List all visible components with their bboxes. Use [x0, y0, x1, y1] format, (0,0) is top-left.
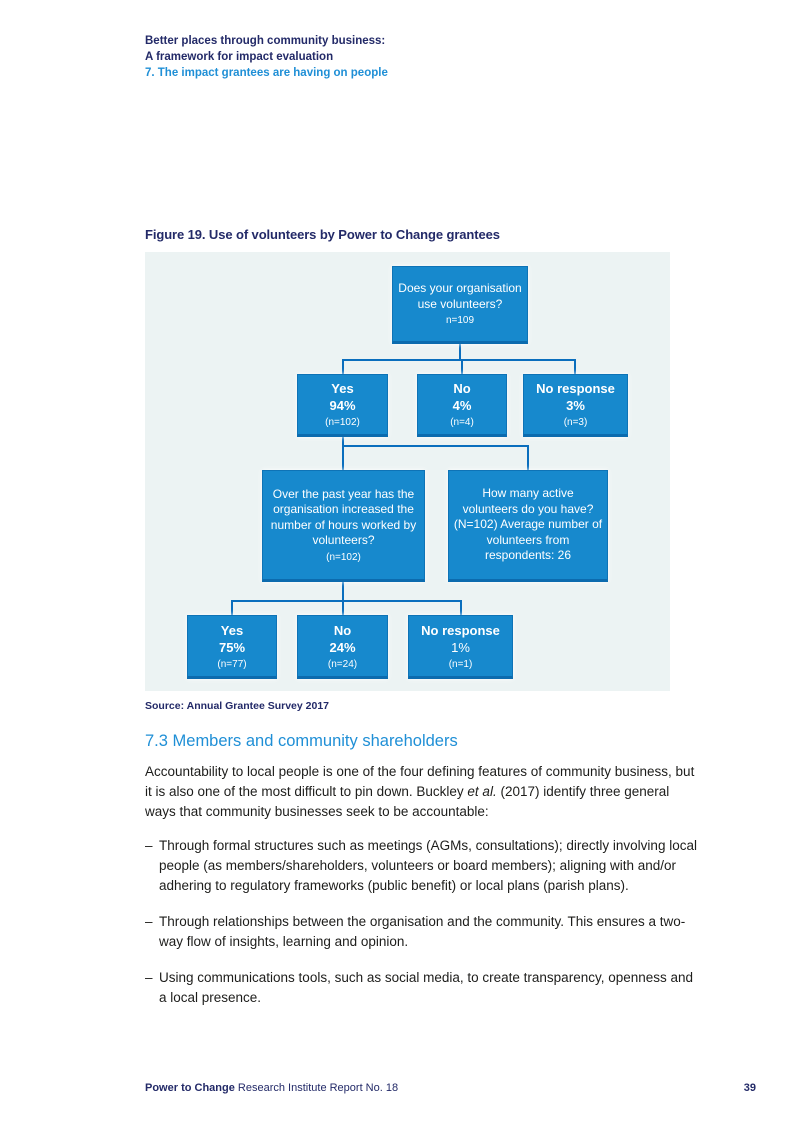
header-chapter-title: 7. The impact grantees are having on peo… — [145, 67, 388, 79]
box-sample-size: (n=102) — [326, 551, 361, 563]
connector-line — [527, 445, 529, 471]
footer-report-name: Power to Change Research Institute Repor… — [145, 1082, 398, 1094]
flowchart-box-no-4: No 4% (n=4) — [417, 374, 507, 437]
box-percentage: 75% — [218, 639, 246, 655]
flowchart-box-hours-question: Over the past year has the organisation … — [262, 470, 425, 582]
figure-title: Figure 19. Use of volunteers by Power to… — [145, 227, 500, 242]
flowchart-box-noresponse-1: No response 1% (n=1) — [408, 615, 513, 679]
box-question-text: Over the past year has the organisation … — [270, 486, 417, 548]
box-sample-size: (n=4) — [450, 417, 474, 428]
connector-line — [342, 445, 529, 447]
flowchart-box-active-volunteers: How many active volunteers do you have? … — [448, 470, 608, 582]
box-percentage: 1% — [451, 639, 470, 655]
bullet-dash: – — [145, 914, 153, 929]
flowchart-figure: Does your organisation use volunteers? n… — [145, 252, 670, 691]
list-item: – Through formal structures such as meet… — [145, 836, 703, 896]
box-question-text: Does your organisation use volunteers? — [398, 281, 522, 311]
section-heading: 7.3 Members and community shareholders — [145, 732, 458, 750]
connector-line — [342, 582, 344, 601]
connector-line — [461, 359, 463, 375]
connector-line — [342, 359, 344, 375]
box-sample-size: (n=77) — [217, 658, 247, 670]
box-sample-size: (n=3) — [563, 417, 588, 428]
bullet-dash: – — [145, 838, 153, 853]
box-sample-size: (n=1) — [448, 658, 473, 670]
paragraph-text: Accountability to local people is one of… — [145, 764, 695, 799]
connector-line — [231, 600, 462, 602]
box-answer-label: No response — [536, 381, 615, 396]
paragraph-italic-et-al: et al. — [467, 784, 497, 799]
figure-source: Source: Annual Grantee Survey 2017 — [145, 700, 330, 712]
document-footer: Power to Change Research Institute Repor… — [145, 1082, 756, 1094]
box-question-text: How many active volunteers do you have? … — [453, 486, 603, 563]
box-answer-label: No — [453, 381, 471, 396]
list-item: – Using communications tools, such as so… — [145, 968, 703, 1008]
footer-brand: Power to Change — [145, 1082, 235, 1094]
footer-report-subtitle: Research Institute Report No. 18 — [234, 1082, 399, 1094]
paragraph-text: (2017) identify three general ways that … — [145, 784, 670, 819]
bullet-text: Using communications tools, such as soci… — [159, 970, 694, 1005]
connector-line — [459, 344, 461, 360]
box-answer-label: No response — [421, 622, 500, 638]
flowchart-box-yes-94: Yes 94% (n=102) — [297, 374, 388, 437]
body-paragraph: Accountability to local people is one of… — [145, 762, 697, 822]
flowchart-box-yes-75: Yes 75% (n=77) — [187, 615, 277, 679]
box-answer-label: No — [333, 622, 352, 638]
bullet-text: Through relationships between the organi… — [159, 914, 686, 949]
connector-line — [231, 600, 233, 616]
connector-line — [460, 600, 462, 616]
header-report-title-line2: A framework for impact evaluation — [145, 51, 334, 63]
box-answer-label: Yes — [220, 622, 244, 638]
box-percentage: 4% — [452, 398, 472, 413]
box-sample-size: (n=102) — [325, 417, 360, 428]
connector-line — [574, 359, 576, 375]
flowchart-box-no-24: No 24% (n=24) — [297, 615, 388, 679]
box-percentage: 94% — [329, 398, 356, 413]
list-item: – Through relationships between the orga… — [145, 912, 703, 952]
flowchart-box-noresponse-3: No response 3% (n=3) — [523, 374, 628, 437]
flowchart-box-root-question: Does your organisation use volunteers? n… — [392, 266, 528, 344]
box-sample-size: (n=24) — [327, 658, 358, 670]
header-report-title-line1: Better places through community business… — [145, 35, 386, 47]
connector-line — [342, 359, 576, 361]
box-answer-label: Yes — [331, 381, 354, 396]
bullet-list: – Through formal structures such as meet… — [145, 836, 703, 1024]
bullet-text: Through formal structures such as meetin… — [159, 838, 697, 893]
page-number: 39 — [743, 1082, 756, 1094]
bullet-dash: – — [145, 970, 153, 985]
box-sample-size: n=109 — [445, 315, 475, 326]
document-header: Better places through community business… — [145, 33, 388, 81]
box-percentage: 24% — [329, 639, 356, 655]
connector-line — [342, 437, 344, 471]
connector-line — [342, 600, 344, 616]
box-percentage: 3% — [566, 398, 585, 413]
